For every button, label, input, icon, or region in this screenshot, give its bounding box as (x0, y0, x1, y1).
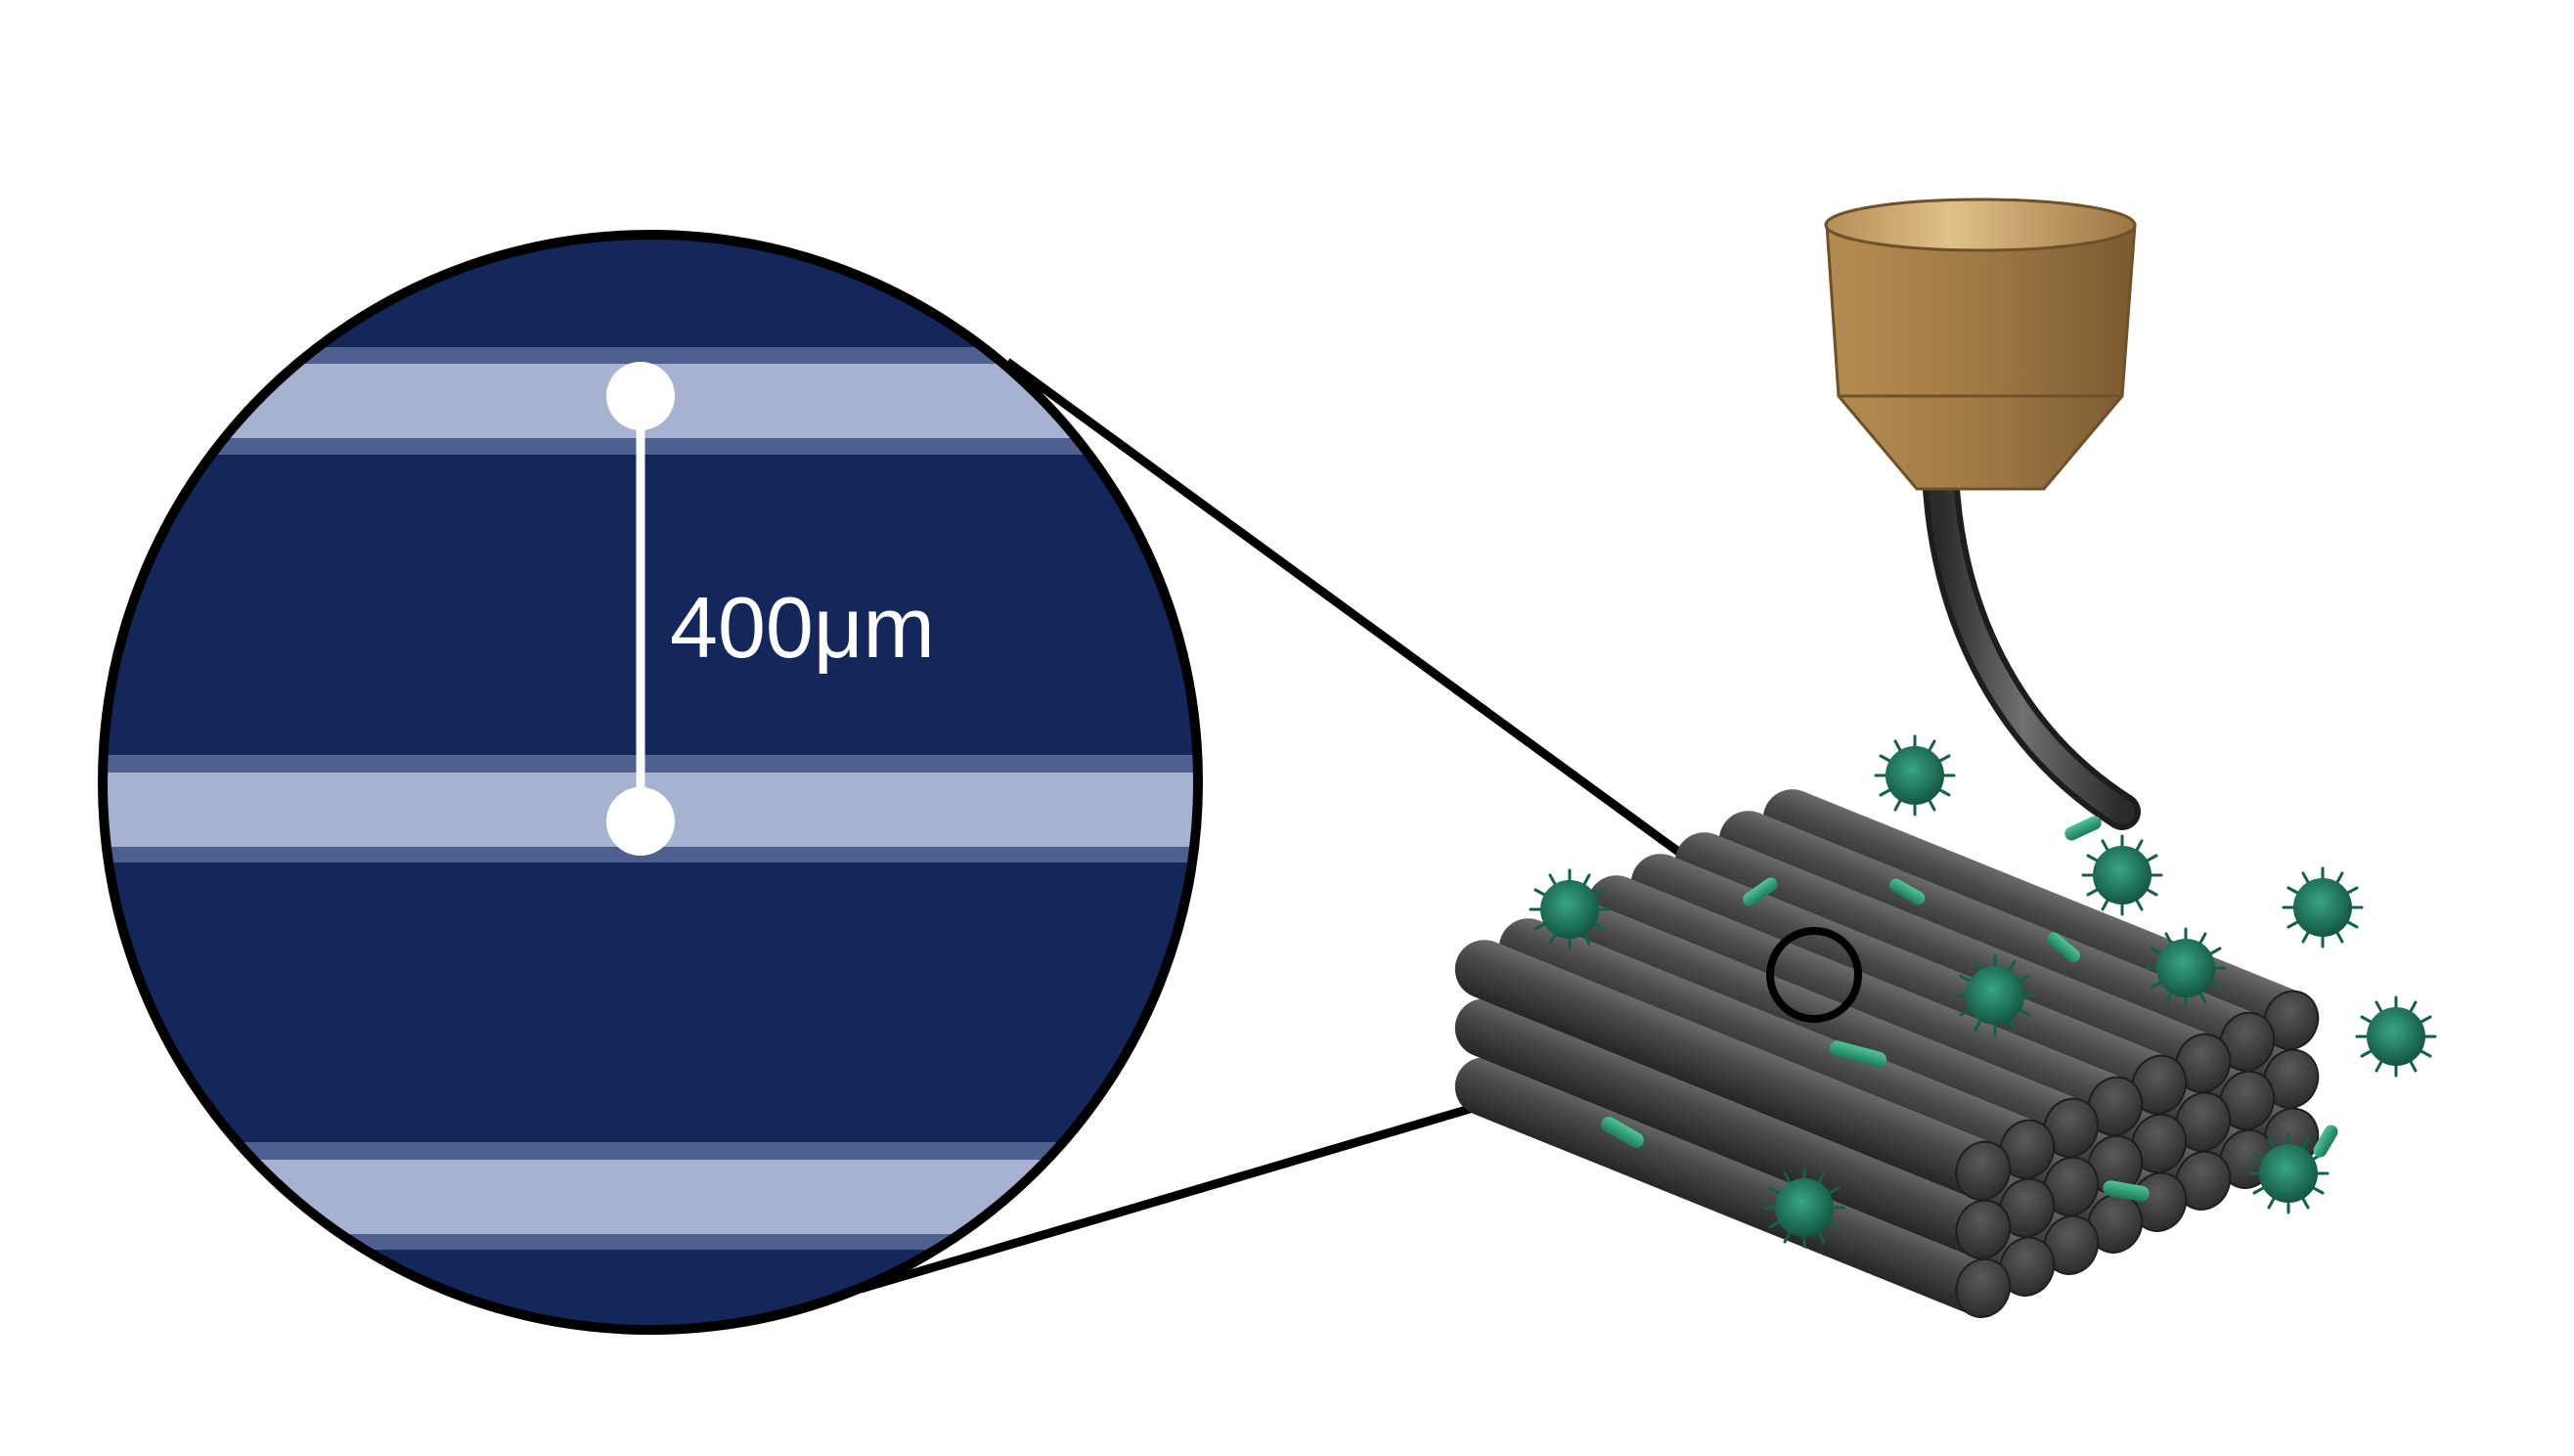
strand-bottom (68, 1142, 1242, 1250)
scale-bar-bottom-dot (606, 787, 675, 856)
microbe (1876, 736, 1954, 815)
scale-bar-label: 400μm (670, 579, 935, 676)
printed-scaffold (1446, 780, 2327, 1325)
bacterium (2063, 814, 2104, 843)
scale-bar-top-dot (606, 362, 675, 430)
microbe (2083, 836, 2161, 914)
microbe (2357, 997, 2435, 1076)
microbe (2284, 868, 2362, 947)
print-nozzle (1826, 199, 2135, 812)
